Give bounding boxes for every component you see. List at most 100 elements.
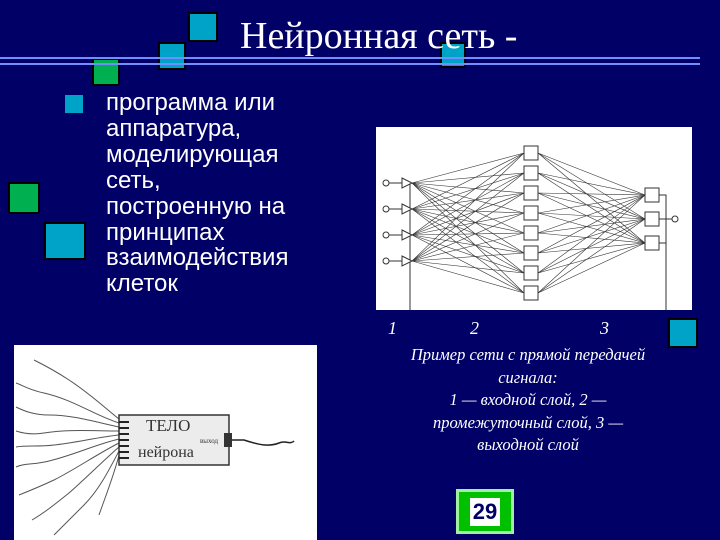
connection-line <box>411 192 525 236</box>
connection-line <box>411 192 525 210</box>
output-node <box>644 235 660 251</box>
connection-line <box>411 152 525 262</box>
connection-line <box>411 192 525 262</box>
connection-line <box>537 194 646 274</box>
body-line: моделирующая <box>106 140 279 168</box>
input-node <box>401 203 414 215</box>
connection-line <box>411 172 525 262</box>
connection-line <box>411 208 525 274</box>
connection-line <box>411 182 525 254</box>
connection-line <box>411 212 525 262</box>
synapse-marks <box>119 421 129 459</box>
connection-line <box>411 234 525 254</box>
input-node-terminal <box>382 205 390 213</box>
axon-hillock <box>224 433 232 447</box>
body-line: программа или <box>106 89 275 116</box>
connection-line <box>411 182 525 194</box>
decor-square <box>44 222 86 260</box>
connection-line <box>411 252 525 262</box>
connection-line <box>411 152 525 184</box>
connection-line <box>537 212 646 220</box>
decor-square <box>92 58 120 86</box>
body-line: аппаратура, <box>106 114 242 142</box>
connection-line <box>537 172 646 244</box>
body-text: программа или аппаратура, моделирующая с… <box>106 90 336 297</box>
connection-line <box>537 218 646 234</box>
layer-label-3: 3 <box>600 318 609 338</box>
decor-line <box>0 63 700 65</box>
hidden-node <box>523 225 539 241</box>
connection-line <box>537 152 646 220</box>
neuron-body <box>118 414 230 466</box>
input-node-terminal <box>382 231 390 239</box>
connection-line <box>537 192 646 220</box>
caption-line: выходной слой <box>477 435 579 455</box>
connection-line <box>537 194 646 254</box>
layer-label-2: 2 <box>470 318 479 338</box>
connection-line <box>537 218 646 294</box>
caption-line: Пример сети с прямой передачей <box>410 345 646 364</box>
connection-line <box>411 208 525 214</box>
connection-line <box>411 172 525 236</box>
page-number: 29 <box>469 497 501 526</box>
connection-line <box>411 182 525 294</box>
hidden-node <box>523 285 539 301</box>
connection-line <box>537 194 646 234</box>
neuron-label-top: ТЕЛО <box>146 416 190 435</box>
connection-line <box>537 192 646 244</box>
figure-caption: Пример сети с прямой передачей сигнала: … <box>372 344 684 457</box>
connection-line <box>411 182 525 234</box>
bullet-icon <box>65 95 83 113</box>
hidden-node <box>523 165 539 181</box>
connection-line <box>537 242 646 274</box>
decor-square <box>8 182 40 214</box>
caption-line: сигнала: <box>498 367 558 387</box>
hidden-node <box>523 265 539 281</box>
output-terminal <box>671 215 679 223</box>
connection-line <box>537 212 646 244</box>
connection-line <box>411 152 525 236</box>
input-node <box>401 255 414 267</box>
neuron-sketch-svg: ТЕЛО нейрона выход <box>15 359 295 536</box>
connection-line <box>411 208 525 234</box>
dendrites <box>15 359 120 536</box>
layer-label-1: 1 <box>388 318 397 338</box>
connection-line <box>411 232 525 262</box>
connection-line <box>537 194 646 294</box>
connection-line <box>411 212 525 236</box>
connection-line <box>537 172 646 220</box>
decor-square <box>188 12 218 42</box>
connection-line <box>411 234 525 274</box>
connection-line <box>411 182 525 274</box>
network-diagram <box>376 127 692 310</box>
slide-title: Нейронная сеть - <box>240 15 518 57</box>
input-node-terminal <box>382 179 390 187</box>
decor-square <box>668 318 698 348</box>
connection-line <box>537 232 646 244</box>
neuron-sketch: ТЕЛО нейрона выход <box>14 345 317 540</box>
hidden-node <box>523 205 539 221</box>
output-node <box>644 187 660 203</box>
connection-line <box>537 242 646 294</box>
connection-line <box>411 152 525 210</box>
connection-line <box>411 172 525 210</box>
connection-line <box>537 218 646 274</box>
input-node-terminal <box>382 257 390 265</box>
body-line: принципах <box>106 218 225 246</box>
decor-square <box>158 42 186 70</box>
connection-line <box>411 260 525 274</box>
body-line: сеть, <box>106 166 161 194</box>
neuron-label-bottom: нейрона <box>138 444 194 461</box>
connection-line <box>411 260 525 294</box>
decor-line <box>0 57 700 59</box>
axon-label: выход <box>200 437 219 445</box>
connection-line <box>411 208 525 254</box>
connection-line <box>411 234 525 294</box>
input-node <box>401 177 414 189</box>
hidden-node <box>523 245 539 261</box>
connection-line <box>537 192 646 196</box>
hidden-node <box>523 145 539 161</box>
connection-line <box>537 242 646 254</box>
connection-line <box>537 218 646 254</box>
hidden-node <box>523 185 539 201</box>
